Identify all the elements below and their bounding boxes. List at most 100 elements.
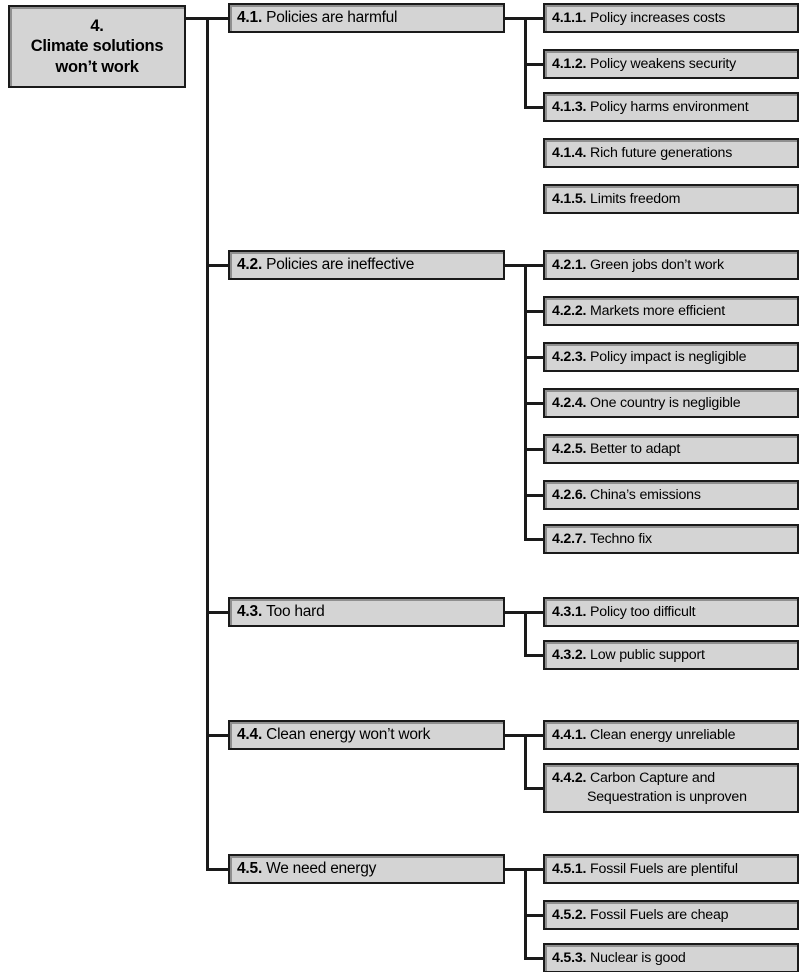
leaf-4-2-7-number: 4.2.7.	[552, 530, 587, 547]
leaf-node-4-3-2-text: 4.3.2. Low public support	[545, 647, 797, 663]
leaf-node-4-3-2[interactable]: 4.3.2. Low public support	[543, 640, 799, 670]
leaf-4-2-4-label: One country is negligible	[590, 394, 741, 411]
leaf-node-4-3-1-text: 4.3.1. Policy too difficult	[545, 604, 797, 620]
connector-leaf-4-1-1	[524, 17, 546, 20]
leaf-4-5-2-number: 4.5.2.	[552, 906, 587, 923]
leaf-4-2-7-label: Techno fix	[590, 530, 652, 547]
leaf-node-4-1-5[interactable]: 4.1.5. Limits freedom	[543, 184, 799, 214]
branch-node-4-2-text: 4.2. Policies are ineffective	[230, 256, 503, 274]
leaf-4-4-2-number: 4.4.2.	[551, 770, 587, 787]
leaf-node-4-2-3[interactable]: 4.2.3. Policy impact is negligible	[543, 342, 799, 372]
leaf-node-4-2-3-text: 4.2.3. Policy impact is negligible	[545, 349, 797, 365]
leaf-node-4-5-1-text: 4.5.1. Fossil Fuels are plentiful	[545, 861, 797, 877]
leaf-4-1-1-label: Policy increases costs	[590, 9, 726, 26]
leaf-node-4-1-2-text: 4.1.2. Policy weakens security	[545, 56, 797, 72]
leaf-node-4-1-4-text: 4.1.4. Rich future generations	[545, 145, 797, 161]
branch-4-5-label: We need energy	[266, 860, 377, 878]
leaf-4-3-2-number: 4.3.2.	[552, 646, 587, 663]
connector-4-5-stem	[503, 868, 528, 871]
leaf-4-4-1-number: 4.4.1.	[552, 726, 587, 743]
leaf-4-1-1-number: 4.1.1.	[552, 9, 587, 26]
connector-leaf-4-2-3	[524, 356, 546, 359]
branch-4-3-number: 4.3.	[237, 603, 263, 621]
leaf-node-4-2-2[interactable]: 4.2.2. Markets more efficient	[543, 296, 799, 326]
connector-leaf-4-1-3	[524, 106, 546, 109]
connector-branch-4-4	[206, 734, 230, 737]
leaf-node-4-2-5-text: 4.2.5. Better to adapt	[545, 441, 797, 457]
leaf-4-3-2-label: Low public support	[590, 646, 705, 663]
leaf-4-4-1-label: Clean energy unreliable	[590, 726, 736, 743]
connector-4-3-stem	[503, 611, 528, 614]
leaf-node-4-2-1-text: 4.2.1. Green jobs don’t work	[545, 257, 797, 273]
connector-leaf-4-2-2	[524, 310, 546, 313]
leaf-4-3-1-label: Policy too difficult	[590, 603, 696, 620]
leaf-node-4-2-5[interactable]: 4.2.5. Better to adapt	[543, 434, 799, 464]
leaf-node-4-2-6[interactable]: 4.2.6. China’s emissions	[543, 480, 799, 510]
leaf-4-5-3-label: Nuclear is good	[590, 949, 686, 966]
leaf-4-2-3-label: Policy impact is negligible	[590, 348, 747, 365]
leaf-node-4-5-1[interactable]: 4.5.1. Fossil Fuels are plentiful	[543, 854, 799, 884]
connector-branch-4-3	[206, 611, 230, 614]
connector-leaf-4-4-1	[524, 734, 546, 737]
leaf-node-4-4-1[interactable]: 4.4.1. Clean energy unreliable	[543, 720, 799, 750]
branch-node-4-2[interactable]: 4.2. Policies are ineffective	[228, 250, 505, 280]
leaf-node-4-2-1[interactable]: 4.2.1. Green jobs don’t work	[543, 250, 799, 280]
connector-leaf-4-1-2	[524, 63, 546, 66]
leaf-node-4-5-2-text: 4.5.2. Fossil Fuels are cheap	[545, 907, 797, 923]
connector-root-stem	[186, 17, 209, 20]
leaf-4-5-1-label: Fossil Fuels are plentiful	[590, 860, 738, 877]
branch-4-2-number: 4.2.	[237, 256, 263, 274]
leaf-4-1-3-number: 4.1.3.	[552, 98, 587, 115]
root-node-number: 4.	[90, 17, 104, 36]
connector-leaf-4-2-7	[524, 538, 546, 541]
connector-main-trunk	[206, 17, 209, 871]
leaf-4-2-3-number: 4.2.3.	[552, 348, 587, 365]
leaf-node-4-2-2-text: 4.2.2. Markets more efficient	[545, 303, 797, 319]
leaf-node-4-5-3[interactable]: 4.5.3. Nuclear is good	[543, 943, 799, 972]
connector-4-1-stem	[503, 17, 528, 20]
leaf-node-4-4-1-text: 4.4.1. Clean energy unreliable	[545, 727, 797, 743]
leaf-4-2-5-label: Better to adapt	[590, 440, 681, 457]
connector-leaf-4-2-5	[524, 448, 546, 451]
leaf-4-2-2-number: 4.2.2.	[552, 302, 587, 319]
leaf-node-4-1-1-text: 4.1.1. Policy increases costs	[545, 10, 797, 26]
leaf-4-1-4-label: Rich future generations	[590, 144, 733, 161]
leaf-node-4-2-6-text: 4.2.6. China’s emissions	[545, 487, 797, 503]
leaf-node-4-1-3-text: 4.1.3. Policy harms environment	[545, 99, 797, 115]
connector-4-3-subtrunk	[524, 611, 527, 657]
connector-leaf-4-3-2	[524, 654, 546, 657]
leaf-node-4-1-3[interactable]: 4.1.3. Policy harms environment	[543, 92, 799, 122]
connector-leaf-4-2-6	[524, 494, 546, 497]
leaf-4-1-5-number: 4.1.5.	[552, 190, 587, 207]
branch-node-4-1[interactable]: 4.1. Policies are harmful	[228, 3, 505, 33]
branch-node-4-5[interactable]: 4.5. We need energy	[228, 854, 505, 884]
leaf-node-4-3-1[interactable]: 4.3.1. Policy too difficult	[543, 597, 799, 627]
branch-4-4-label: Clean energy won’t work	[266, 726, 431, 744]
leaf-4-1-3-label: Policy harms environment	[590, 98, 749, 115]
connector-leaf-4-5-1	[524, 868, 546, 871]
branch-node-4-3[interactable]: 4.3. Too hard	[228, 597, 505, 627]
leaf-node-4-2-7[interactable]: 4.2.7. Techno fix	[543, 524, 799, 554]
root-node-line1: Climate solutions	[30, 37, 164, 56]
connector-branch-4-2	[206, 264, 230, 267]
leaf-node-4-1-1[interactable]: 4.1.1. Policy increases costs	[543, 3, 799, 33]
leaf-node-4-1-2[interactable]: 4.1.2. Policy weakens security	[543, 49, 799, 79]
leaf-4-1-4-number: 4.1.4.	[552, 144, 587, 161]
leaf-node-4-2-4-text: 4.2.4. One country is negligible	[545, 395, 797, 411]
leaf-node-4-5-2[interactable]: 4.5.2. Fossil Fuels are cheap	[543, 900, 799, 930]
leaf-node-4-1-4[interactable]: 4.1.4. Rich future generations	[543, 138, 799, 168]
leaf-4-5-3-number: 4.5.3.	[552, 949, 587, 966]
leaf-4-5-1-number: 4.5.1.	[552, 860, 587, 877]
leaf-4-5-2-label: Fossil Fuels are cheap	[590, 906, 729, 923]
branch-4-5-number: 4.5.	[237, 860, 263, 878]
leaf-node-4-2-4[interactable]: 4.2.4. One country is negligible	[543, 388, 799, 418]
branch-4-1-label: Policies are harmful	[266, 9, 398, 27]
branch-4-2-label: Policies are ineffective	[266, 256, 415, 274]
leaf-4-4-2-label: Carbon Capture and	[590, 770, 715, 787]
connector-leaf-4-2-4	[524, 402, 546, 405]
branch-node-4-4[interactable]: 4.4. Clean energy won’t work	[228, 720, 505, 750]
